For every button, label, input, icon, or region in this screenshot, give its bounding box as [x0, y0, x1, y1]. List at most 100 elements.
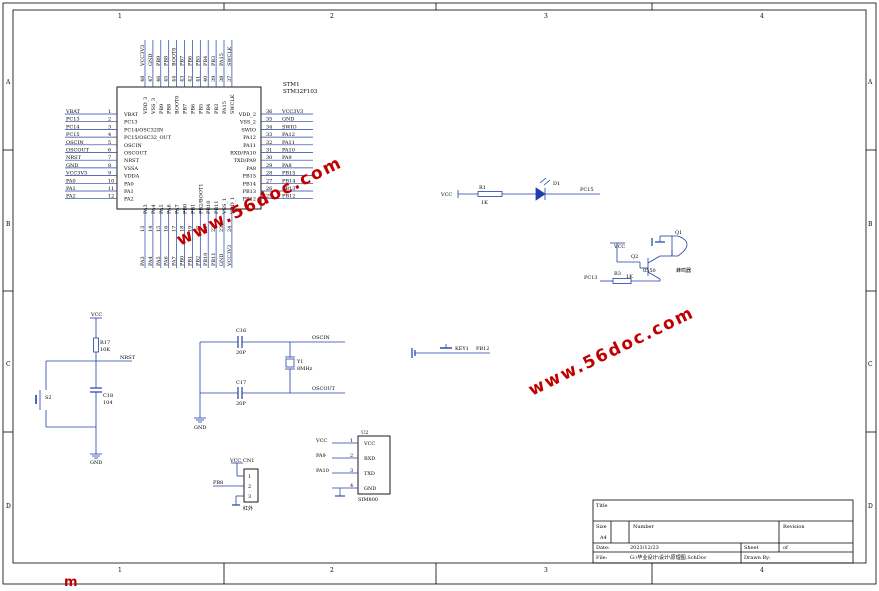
mcu-bottom-pin-net: PA7	[172, 256, 178, 266]
mcu-right-pin-net: GND	[282, 117, 294, 123]
mcu-body	[116, 86, 262, 210]
reset-c-ref: C18	[103, 393, 113, 399]
mcu-left-pin-num: 6	[108, 148, 111, 154]
mcu-top-pin-name: VSS_3	[151, 98, 157, 115]
mcu-bottom-pin-name: VSS_1	[222, 198, 228, 215]
file-label: File:	[596, 555, 608, 561]
crystal-net-out: OSCOUT	[312, 386, 336, 392]
mcu-top-pin-net: SWCLK	[227, 46, 233, 66]
buzzer-ref: Q1	[675, 230, 682, 236]
mcu-right-pin-num: 29	[266, 163, 272, 169]
mcu-right-pin-num: 27	[266, 178, 272, 184]
mcu-top-pin-net: PB4	[203, 56, 209, 66]
mcu-right-pin-net: PB12	[282, 194, 295, 200]
buzzer-q-ref: Q2	[631, 254, 638, 260]
ir-sensor: VCC CN1 PB8 1 2 3 红外	[213, 458, 259, 512]
watermark-corner: m	[64, 575, 78, 587]
file-value: G:\毕业设计\设计\原理图.SchDoc	[630, 554, 707, 561]
mcu-top-pin-num: 44	[172, 76, 178, 82]
mcu-bottom-pin-net: PA4	[148, 256, 154, 266]
mcu-left-pin-net: PA0	[66, 178, 76, 184]
mcu-left-pin-net: PA1	[66, 186, 76, 192]
mcu-right-pin-net: SWIO	[282, 124, 297, 130]
mcu-bottom-pin-name: PB11	[214, 201, 220, 214]
mcu-right-pin-num: 28	[266, 171, 272, 177]
mcu-left-pin-name: OSCIN	[124, 143, 142, 149]
row-label-c-right: C	[868, 361, 873, 368]
mcu-left-pin-net: GND	[66, 163, 78, 169]
sim800-gnd-wire	[335, 488, 345, 497]
mcu-right-pin-net: PB14	[282, 178, 295, 184]
sim800-pin-net: VCC	[315, 438, 327, 444]
col-label-2b: 2	[330, 567, 334, 574]
row-label-c: C	[6, 361, 11, 368]
mcu-top-pin-name: PB5	[198, 104, 204, 114]
mcu-bottom-pin-num: 16	[164, 226, 170, 232]
mcu-right-pin-net: PA8	[282, 163, 292, 169]
mcu-left-pin-name: PC15/OSC32_OUT	[124, 135, 172, 141]
mcu-bottom-pin-net: PB1	[187, 256, 193, 266]
col-label-2: 2	[330, 13, 334, 20]
mcu-top-pin-num: 48	[140, 76, 146, 82]
mcu-top-pin-name: PB3	[214, 104, 220, 114]
ir-label: 红外	[243, 505, 253, 512]
mcu-right-pin-num: 25	[266, 194, 272, 200]
drawn-label: Drawn By:	[744, 555, 771, 561]
mcu-bottom-pin-net: GND	[219, 254, 225, 266]
row-label-d-right: D	[868, 503, 873, 510]
mcu-top-pin-net: VCC3V3	[140, 45, 146, 67]
reset-gnd: GND	[90, 460, 102, 466]
buzzer-q-part: 8550	[643, 268, 656, 274]
mcu-bottom-pin-net: PB11	[211, 253, 217, 266]
reset-r-val: 10K	[100, 347, 110, 353]
mcu-left-pin-net: OSCOUT	[66, 148, 90, 154]
reset-r-ref: R17	[100, 340, 110, 346]
ir-net: PB8	[213, 480, 223, 486]
mcu-right-pin-num: 30	[266, 155, 272, 161]
mcu-left-pin-name: PA0	[124, 181, 134, 187]
size-label: Size	[596, 524, 607, 530]
sim800-pin-num: 2	[350, 453, 353, 459]
mcu-top-pin-net: PA15	[219, 53, 225, 66]
reset-c-val: 104	[103, 400, 113, 406]
buzzer-r-ref: R3	[614, 271, 621, 277]
reset-vcc: VCC	[90, 312, 102, 318]
date-value: 2023/12/23	[630, 545, 659, 551]
mcu-bottom-pin-num: 20	[195, 226, 201, 232]
mcu-top-pin-net: PB7	[180, 56, 186, 66]
led-resistor	[477, 191, 503, 197]
ir-pin-2: 2	[248, 484, 251, 490]
mcu-bottom-pin-name: PA3	[143, 204, 149, 214]
mcu-top-pin-num: 39	[211, 76, 217, 82]
buzzer-circuit	[600, 235, 688, 284]
mcu-bottom-pin-num: 24	[227, 226, 233, 232]
mcu-bottom-pin-num: 17	[172, 226, 178, 232]
mcu-top-pin-net: PB8	[164, 56, 170, 66]
crystal-net-in: OSCIN	[312, 335, 330, 341]
mcu-bottom-pin-name: PB10	[206, 201, 212, 214]
key-ref: KEY1	[455, 346, 469, 352]
crystal-icon	[285, 358, 295, 368]
sim800-pin-num: 1	[350, 438, 353, 444]
sim800-pin-name: GND	[364, 486, 376, 492]
mcu-top-pin-num: 41	[195, 76, 201, 82]
col-label-4: 4	[760, 13, 764, 20]
mcu-bottom-pin-num: 14	[148, 226, 154, 232]
mcu-bottom-pin-net: PA5	[156, 256, 162, 266]
mcu-bottom-pin-num: 15	[156, 226, 162, 232]
mcu-top-pin-name: PB4	[206, 104, 212, 114]
mcu-bottom-pin-name: VDD_1	[230, 197, 236, 215]
sim800-part: SIM800	[358, 497, 378, 503]
mcu-top-pin-num: 47	[148, 76, 154, 82]
mcu-bottom-pin-num: 21	[203, 226, 209, 232]
mcu-left-pin-net: VCC3V3	[65, 171, 87, 177]
mcu-right-pin-num: 33	[266, 132, 272, 138]
mcu-right-pin-name: SWIO	[241, 127, 256, 133]
mcu-top-pin-name: PB6	[190, 104, 196, 114]
led-r-val: 1K	[481, 200, 488, 206]
mcu-left-pin-num: 9	[108, 171, 111, 177]
mcu-right-pin-name: PA11	[243, 143, 256, 149]
mcu-right-pin-num: 34	[266, 124, 272, 130]
mcu-bottom-pin-num: 19	[187, 226, 193, 232]
